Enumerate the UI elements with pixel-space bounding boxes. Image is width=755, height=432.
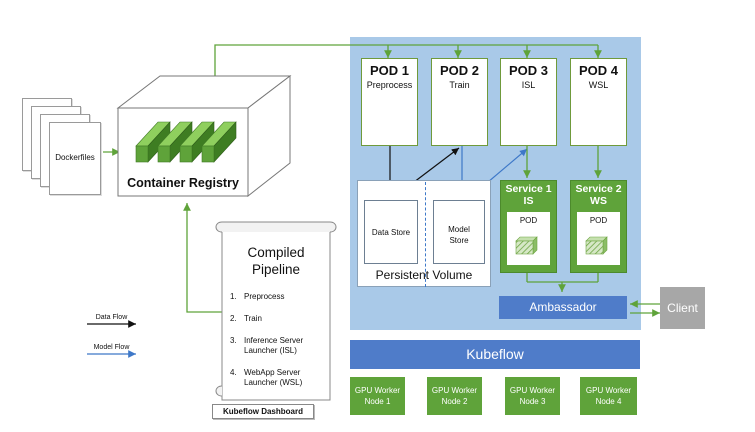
service-1-title: Service 1	[505, 183, 552, 195]
service-1-pod-label: POD	[519, 216, 538, 225]
data-store-label: Data Store	[371, 228, 411, 237]
pod-4-card: POD 4 WSL	[570, 58, 627, 146]
service-2-hatched-cube	[585, 236, 608, 255]
pod-1-title: POD 1	[369, 63, 409, 78]
model-store-label-line2: Store	[449, 236, 469, 245]
gpu-node-4-line2: Node 4	[595, 397, 622, 406]
pod-3-title: POD 3	[508, 63, 548, 78]
kubeflow-bar: Kubeflow	[350, 340, 640, 369]
container-registry-label: Container Registry	[127, 176, 239, 190]
dockerfile-sheet-front: Dockerfiles	[49, 122, 101, 195]
pipeline-step-1: 1. Preprocess	[230, 292, 285, 301]
legend-data-flow-label: Data Flow	[95, 314, 128, 321]
gpu-worker-node-1: GPU Worker Node 1	[350, 377, 405, 415]
service-1-hatched-cube	[515, 236, 538, 255]
services-to-ambassador-connector	[526, 273, 599, 292]
kubeflow-dashboard-label: Kubeflow Dashboard	[212, 404, 314, 419]
gpu-node-1-line1: GPU Worker	[354, 386, 401, 395]
pod-2-card: POD 2 Train	[431, 58, 488, 146]
pod-4-title: POD 4	[578, 63, 618, 78]
registry-to-pods-connector	[214, 44, 602, 82]
gpu-node-2-line2: Node 2	[441, 397, 468, 406]
pipeline-step-4: 4. WebApp Server Launcher (WSL)	[230, 368, 303, 387]
gpu-worker-node-3: GPU Worker Node 3	[505, 377, 560, 415]
compiled-pipeline-list: 1. Preprocess 2. Train 3. Inference Serv…	[230, 292, 326, 388]
compiled-pipeline-title: Compiled Pipeline	[222, 244, 330, 278]
registry-bar-4	[201, 121, 237, 163]
gpu-node-4-line1: GPU Worker	[585, 386, 632, 395]
model-store-label-line1: Model	[448, 225, 470, 234]
pod-1-subtitle: Preprocess	[366, 80, 413, 90]
service-2-card: Service 2 WS POD	[570, 180, 627, 273]
ambassador-box: Ambassador	[499, 296, 627, 319]
pipeline-to-registry-arrow	[183, 203, 223, 313]
gpu-worker-node-2: GPU Worker Node 2	[427, 377, 482, 415]
client-box: Client	[660, 287, 705, 329]
dockerfiles-label: Dockerfiles	[55, 153, 95, 162]
pod-4-subtitle: WSL	[588, 80, 609, 90]
gpu-node-2-line1: GPU Worker	[431, 386, 478, 395]
pod-2-title: POD 2	[439, 63, 479, 78]
pod-3-subtitle: ISL	[521, 80, 536, 90]
compiled-pipeline-title-line2: Pipeline	[251, 262, 301, 277]
kubeflow-label: Kubeflow	[466, 346, 524, 362]
gpu-node-1-line2: Node 1	[364, 397, 391, 406]
pod-1-card: POD 1 Preprocess	[361, 58, 418, 146]
persistent-volume-label: Persistent Volume	[375, 268, 473, 282]
pod-3-card: POD 3 ISL	[500, 58, 557, 146]
pod-2-subtitle: Train	[449, 80, 470, 90]
ambassador-label: Ambassador	[529, 300, 597, 314]
gpu-node-3-line1: GPU Worker	[509, 386, 556, 395]
compiled-pipeline-scroll	[215, 221, 337, 401]
registry-image-bars	[135, 121, 237, 163]
data-store: Data Store	[364, 200, 418, 264]
client-label: Client	[667, 301, 698, 315]
service-1-code: IS	[523, 195, 534, 207]
persistent-volume-divider	[425, 182, 426, 287]
pipeline-step-2: 2. Train	[230, 314, 262, 323]
compiled-pipeline-title-line1: Compiled	[247, 245, 305, 260]
registry-bar-3	[179, 121, 215, 163]
pipeline-step-3: 3. Inference Server Launcher (ISL)	[230, 336, 304, 355]
service-2-title: Service 2	[575, 183, 622, 195]
gpu-worker-node-4: GPU Worker Node 4	[580, 377, 637, 415]
model-store: Model Store	[433, 200, 485, 264]
legend-model-flow-label: Model Flow	[93, 344, 130, 351]
service-2-code: WS	[590, 195, 607, 207]
gpu-node-3-line2: Node 3	[519, 397, 546, 406]
service-2-pod-label: POD	[589, 216, 608, 225]
